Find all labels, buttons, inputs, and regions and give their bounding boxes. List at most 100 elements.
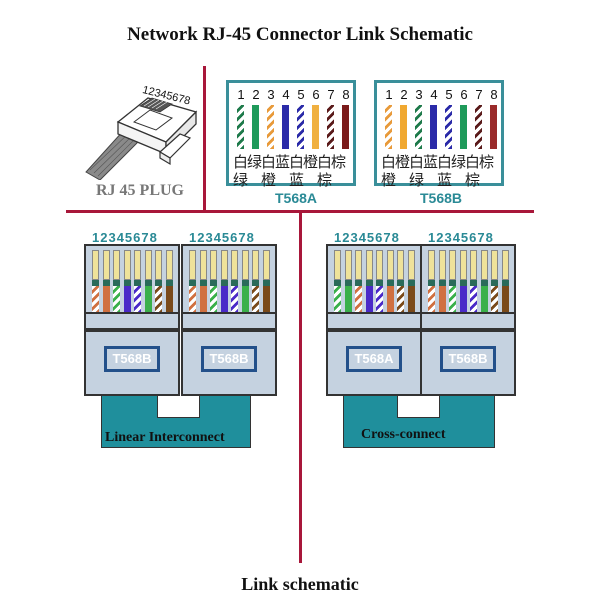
- contact-band: [144, 280, 152, 286]
- divider-vertical-bottom: [299, 212, 302, 563]
- contact-band: [397, 280, 404, 286]
- contact-band: [189, 280, 196, 286]
- wire-blue: [282, 105, 289, 149]
- contact-band: [220, 280, 228, 286]
- contact-band: [334, 280, 341, 286]
- connector-strain-relief: [326, 314, 422, 330]
- connector-wire: [231, 286, 238, 312]
- connector-wire: [355, 286, 362, 312]
- contact-band: [407, 280, 415, 286]
- connector-wire: [480, 286, 488, 312]
- connector-pin-numbers: 12345678: [189, 230, 255, 245]
- connector-wire: [199, 286, 207, 312]
- connector-wire: [334, 286, 341, 312]
- contact-band: [480, 280, 488, 286]
- connector-wire: [144, 286, 152, 312]
- wire-green: [252, 105, 259, 149]
- connector-wire: [220, 286, 228, 312]
- connector-wire: [344, 286, 352, 312]
- contact-band: [231, 280, 238, 286]
- wire-white-green: [237, 105, 244, 149]
- connector-wire: [252, 286, 259, 312]
- contact-pin: [262, 250, 270, 280]
- wire-orange: [312, 105, 319, 149]
- rj45-connector-t568a: T568A: [326, 244, 422, 396]
- connector-strain-relief: [84, 314, 180, 330]
- contact-pin: [480, 250, 488, 280]
- standard-tag: T568B: [104, 346, 160, 372]
- contact-band: [123, 280, 131, 286]
- contact-pin: [134, 250, 141, 280]
- pin-number: 3: [415, 87, 423, 102]
- connector-wire: [449, 286, 456, 312]
- connector-wire: [438, 286, 446, 312]
- connector-pin-numbers: 12345678: [428, 230, 494, 245]
- wire-white-green: [415, 105, 422, 149]
- color-names-row1: 白绿白蓝白橙白棕: [233, 153, 346, 171]
- connector-body: T568B: [420, 330, 516, 396]
- contact-pin: [252, 250, 259, 280]
- contact-pin: [231, 250, 238, 280]
- contact-band: [134, 280, 141, 286]
- rj45-connector-t568b: T568B: [420, 244, 516, 396]
- contact-pin: [220, 250, 228, 280]
- connector-wire: [386, 286, 394, 312]
- wire-white-blue: [297, 105, 304, 149]
- contact-pin: [165, 250, 173, 280]
- pin-number: 3: [267, 87, 275, 102]
- connector-head: [420, 244, 516, 314]
- contact-pin: [438, 250, 446, 280]
- contact-band: [355, 280, 362, 286]
- contact-pin: [123, 250, 131, 280]
- connector-wire: [113, 286, 120, 312]
- contact-pin: [102, 250, 110, 280]
- contact-band: [92, 280, 99, 286]
- contact-pin: [344, 250, 352, 280]
- connector-strain-relief: [181, 314, 277, 330]
- contact-band: [199, 280, 207, 286]
- connector-wire: [134, 286, 141, 312]
- contact-band: [501, 280, 509, 286]
- connector-wire: [397, 286, 404, 312]
- contact-pin: [407, 250, 415, 280]
- diagram-title: Network RJ-45 Connector Link Schematic: [127, 24, 473, 45]
- pin-number: 4: [282, 87, 290, 102]
- contact-pin: [365, 250, 373, 280]
- contact-pin: [144, 250, 152, 280]
- contact-band: [386, 280, 394, 286]
- contact-band: [491, 280, 498, 286]
- contact-pin: [92, 250, 99, 280]
- connector-wire: [165, 286, 173, 312]
- contact-band: [102, 280, 110, 286]
- contact-pin: [397, 250, 404, 280]
- contact-band: [365, 280, 373, 286]
- connector-strain-relief: [420, 314, 516, 330]
- pin-number: 5: [445, 87, 453, 102]
- contact-pin: [113, 250, 120, 280]
- contact-pin: [491, 250, 498, 280]
- contact-pin: [210, 250, 217, 280]
- connector-wire: [376, 286, 383, 312]
- plug-label: RJ 45 PLUG: [96, 182, 184, 199]
- wire-white-orange: [385, 105, 392, 149]
- standard-tag: T568A: [346, 346, 402, 372]
- pin-number: 5: [297, 87, 305, 102]
- contact-pin: [334, 250, 341, 280]
- connector-wire: [92, 286, 99, 312]
- connector-body: T568A: [326, 330, 422, 396]
- contact-band: [241, 280, 249, 286]
- contact-pin: [470, 250, 477, 280]
- pin-number: 1: [237, 87, 245, 102]
- pin-number: 1: [385, 87, 393, 102]
- rj45-connector-t568b: T568B: [181, 244, 277, 396]
- contact-band: [262, 280, 270, 286]
- pin-number: 8: [490, 87, 498, 102]
- link-label-linear: Linear Interconnect: [105, 430, 225, 445]
- wire-green: [460, 105, 467, 149]
- rj45-plug-icon: [85, 97, 198, 181]
- connector-wire: [501, 286, 509, 312]
- connector-head: [84, 244, 180, 314]
- wire-brown: [490, 105, 497, 149]
